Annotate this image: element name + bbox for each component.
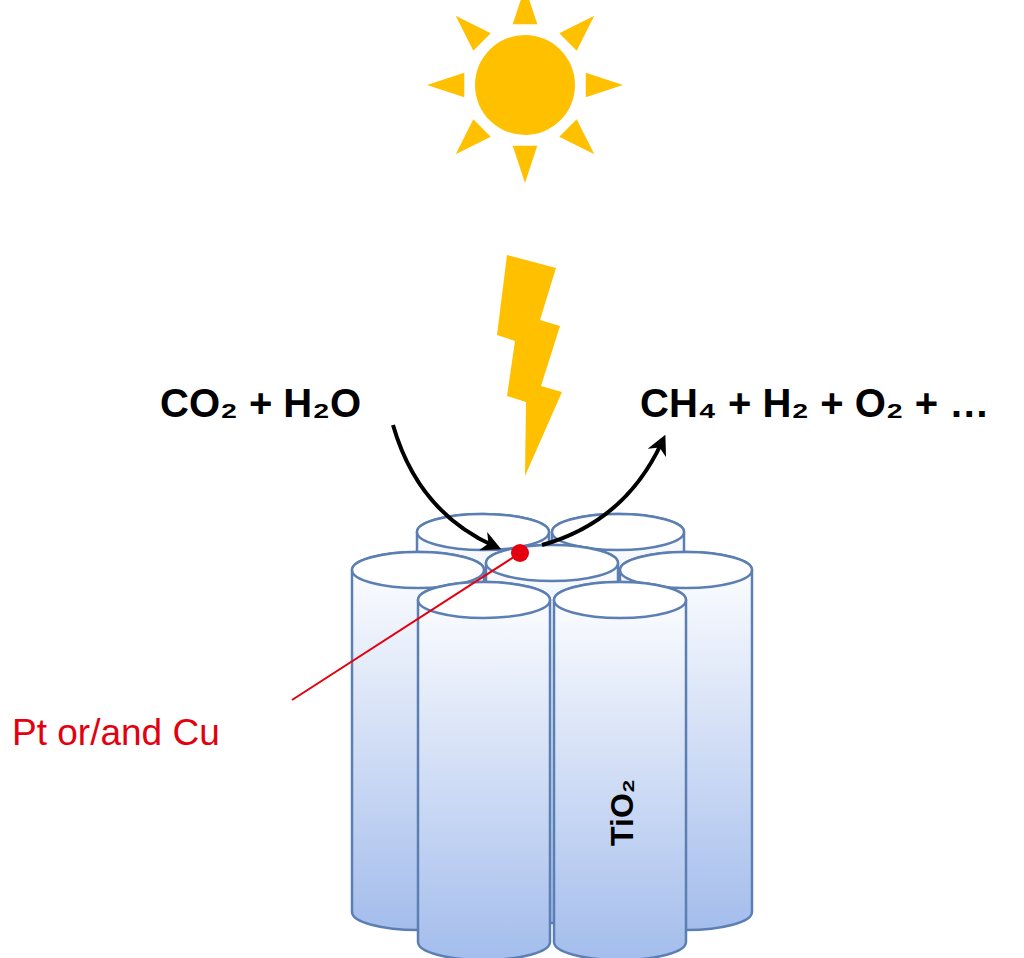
sun-ray	[456, 16, 491, 51]
sun-disc	[475, 35, 575, 135]
reactants-label: CO₂ + H₂O	[160, 380, 361, 426]
sun-ray	[513, 0, 538, 24]
lightning-bolt	[497, 255, 562, 476]
sun-ray	[513, 146, 538, 183]
tio2-nanotube-bundle	[352, 514, 752, 958]
products-label: CH₄ + H₂ + O₂ + …	[640, 380, 989, 426]
product-arrow	[542, 442, 662, 545]
tio2-label: TiO₂	[604, 779, 641, 846]
nanotube-opening	[417, 514, 549, 550]
sun-ray	[456, 119, 491, 154]
catalyst-label: Pt or/and Cu	[12, 712, 220, 755]
reactant-arrow	[393, 425, 494, 546]
catalyst-dot	[511, 544, 529, 562]
nanotube-opening	[554, 582, 686, 618]
nanotube-opening	[418, 582, 550, 618]
sun-ray	[559, 119, 594, 154]
leader-line	[292, 553, 520, 700]
sun-ray	[427, 73, 464, 98]
nanotube-body	[418, 582, 550, 958]
nanotube-body	[554, 582, 686, 958]
sun-symbol	[427, 0, 623, 183]
sun-ray	[559, 16, 594, 51]
sun-ray	[586, 73, 623, 98]
